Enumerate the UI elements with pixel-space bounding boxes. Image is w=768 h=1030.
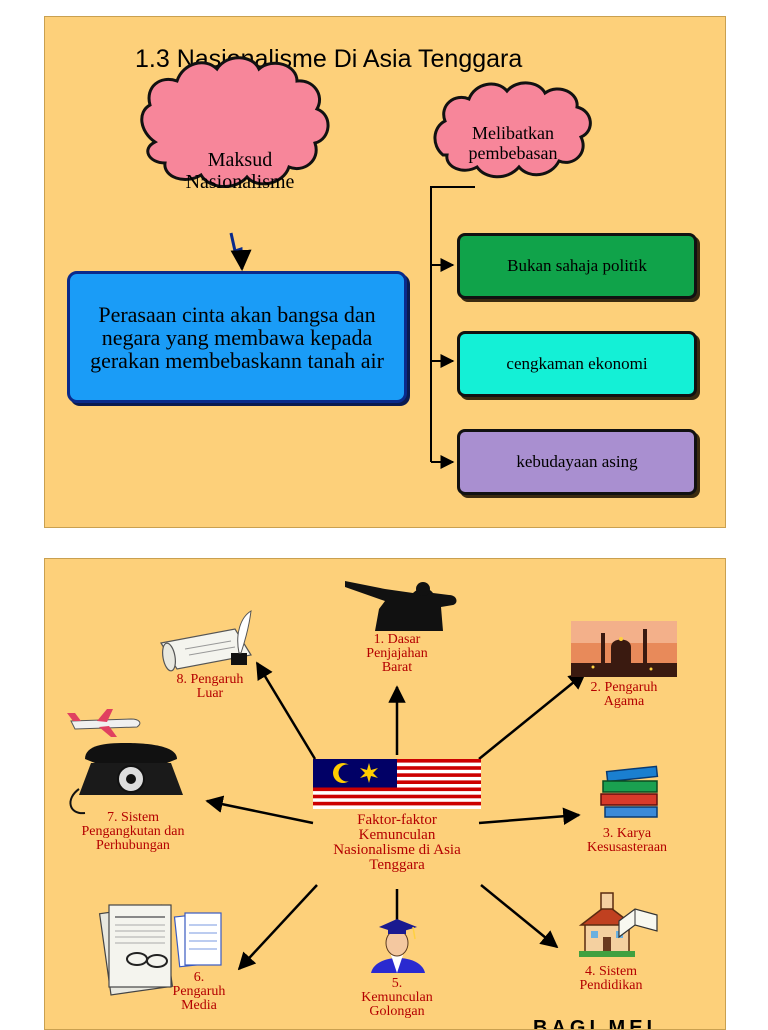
factor-8-line1: 8. Pengaruh bbox=[176, 672, 244, 687]
factor-2-label: 2. Pengaruh Agama bbox=[569, 681, 679, 709]
cloud-right-label: Melibatkan pembebasan bbox=[443, 123, 583, 163]
factor-6-label: 6. Pengaruh Media bbox=[149, 971, 249, 1013]
factor-5-line2: Kemunculan bbox=[361, 990, 433, 1005]
box-ekonomi-label: cengkaman ekonomi bbox=[506, 354, 648, 373]
factor-5-line3: Golongan bbox=[369, 1004, 425, 1019]
graduate-icon bbox=[371, 919, 425, 973]
factor-3-label: 3. Karya Kesusasteraan bbox=[571, 827, 683, 855]
factor-1-line2: Penjajahan bbox=[366, 646, 428, 661]
arrow-to-factor-7 bbox=[205, 795, 314, 825]
factor-4-line2: Pendidikan bbox=[579, 978, 643, 993]
factor-8-line2: Luar bbox=[196, 686, 224, 701]
factor-3-line1: 3. Karya bbox=[602, 826, 652, 841]
silhouette-icon bbox=[345, 581, 457, 631]
center-line2: Kemunculan bbox=[358, 827, 436, 843]
airplane-icon bbox=[67, 709, 141, 737]
factor-1-line3: Barat bbox=[381, 660, 413, 675]
factor-6-line2: Pengaruh bbox=[172, 984, 226, 999]
factor-4-line1: 4. Sistem bbox=[584, 964, 638, 979]
factor-3-line2: Kesusasteraan bbox=[586, 840, 668, 855]
definition-box: Perasaan cinta akan bangsa dan negara ya… bbox=[67, 271, 407, 403]
cloud-right-line2: pembebasan bbox=[468, 143, 558, 163]
box-kebudayaan: kebudayaan asing bbox=[457, 429, 697, 495]
factor-6-line1: 6. bbox=[193, 970, 205, 985]
factor-7-label: 7. Sistem Pengangkutan dan Perhubungan bbox=[59, 811, 207, 853]
factor-2-line1: 2. Pengaruh bbox=[590, 680, 658, 695]
cloud-left-line1: Maksud bbox=[207, 149, 273, 171]
arrow-to-factor-6 bbox=[237, 884, 318, 971]
factor-1-label: 1. Dasar Penjajahan Barat bbox=[347, 633, 447, 675]
slide-nasionalisme-definition: 1.3 Nasionalisme Di Asia Tenggara Maksud… bbox=[44, 16, 726, 528]
arrow-to-factor-2 bbox=[478, 671, 587, 760]
arrow-to-factor-8 bbox=[255, 661, 317, 760]
cloud-shape-left bbox=[140, 56, 330, 188]
school-icon bbox=[578, 892, 658, 957]
arrow-to-factor-4 bbox=[480, 884, 559, 949]
arrow-to-factor-3 bbox=[478, 807, 581, 825]
box-politik-label: Bukan sahaja politik bbox=[507, 256, 647, 275]
connector-cloud-to-definition bbox=[229, 232, 252, 272]
factor-7-line1: 7. Sistem bbox=[106, 810, 160, 825]
center-line3: Nasionalisme di Asia bbox=[333, 842, 461, 858]
mosque-icon bbox=[571, 621, 677, 677]
box-kebudayaan-label: kebudayaan asing bbox=[516, 452, 638, 471]
factor-4-label: 4. Sistem Pendidikan bbox=[561, 965, 661, 993]
factor-6-line3: Media bbox=[181, 998, 217, 1013]
slide-faktor-nasionalisme: Faktor-faktor Kemunculan Nasionalisme di… bbox=[44, 558, 726, 1030]
scroll-icon bbox=[160, 610, 252, 672]
box-politik: Bukan sahaja politik bbox=[457, 233, 697, 299]
cloud-right-line1: Melibatkan bbox=[472, 123, 554, 143]
cloud-left-line2: Nasionalisme bbox=[185, 171, 295, 193]
factor-2-line2: Agama bbox=[603, 694, 645, 709]
factor-7-line2: Pengangkutan dan bbox=[81, 824, 185, 839]
slide2-diagram bbox=[67, 581, 677, 996]
telephone-icon bbox=[69, 743, 183, 815]
factor-7-line3: Perhubungan bbox=[96, 838, 170, 853]
malaysia-flag-icon bbox=[313, 759, 481, 809]
center-line1: Faktor-faktor bbox=[357, 812, 437, 828]
factor-5-label: 5. Kemunculan Golongan bbox=[347, 977, 447, 1019]
newspaper-icon bbox=[98, 904, 222, 996]
factor-5-line1: 5. bbox=[391, 976, 403, 991]
slide1-diagram bbox=[140, 56, 592, 469]
cloud-shape-right bbox=[433, 81, 592, 179]
cloud-left-label: Maksud Nasionalisme bbox=[165, 149, 315, 193]
books-icon bbox=[600, 765, 659, 818]
box-ekonomi: cengkaman ekonomi bbox=[457, 331, 697, 397]
center-line4: Tenggara bbox=[369, 857, 425, 873]
definition-text: Perasaan cinta akan bangsa dan negara ya… bbox=[90, 301, 384, 373]
factor-8-label: 8. Pengaruh Luar bbox=[155, 673, 265, 701]
factor-1-line1: 1. Dasar bbox=[373, 632, 421, 647]
center-label: Faktor-faktor Kemunculan Nasionalisme di… bbox=[307, 813, 487, 873]
bracket-line bbox=[430, 186, 475, 462]
